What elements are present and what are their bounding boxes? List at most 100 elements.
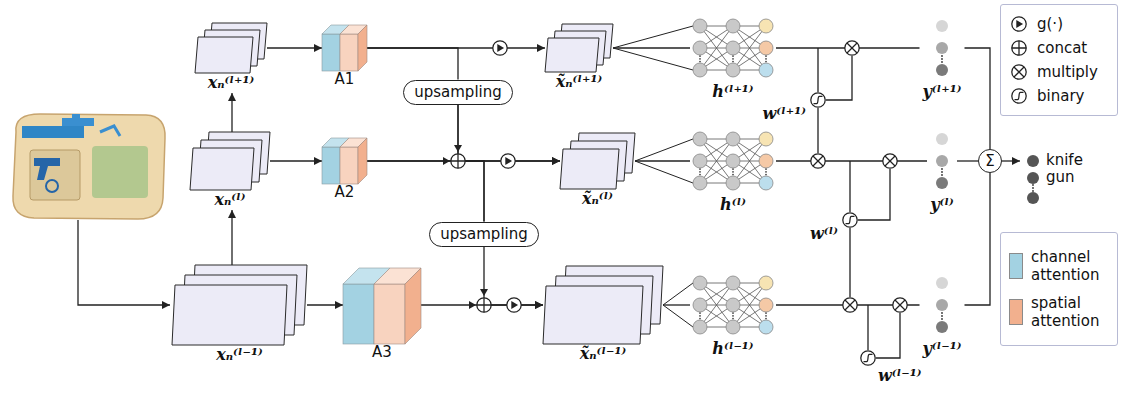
- spatial-slab-side: [358, 25, 367, 71]
- vector-dot: [1027, 192, 1039, 204]
- neuron: [726, 19, 740, 33]
- node-text: gun: [1046, 169, 1075, 186]
- node-graphic: [690, 271, 776, 339]
- neural-net: h⁽ˡ⁾: [690, 127, 776, 215]
- ellipsis-dot: [732, 171, 734, 173]
- node-text: A3: [372, 344, 392, 361]
- neuron: [726, 132, 740, 146]
- ellipsis-dot: [732, 312, 734, 314]
- connector: [270, 160, 322, 161]
- ellipsis-dot: [699, 168, 701, 170]
- neuron: [726, 276, 740, 290]
- node-text: Σ: [985, 153, 994, 170]
- node-text: y⁽ˡ⁺¹⁾: [923, 82, 962, 102]
- legend-row: spatial attention: [1009, 294, 1109, 330]
- neuron: [693, 41, 707, 55]
- legend-text: channel attention: [1031, 248, 1109, 284]
- node-text: x̃ₙ⁽ˡ⁻¹⁾: [580, 344, 627, 364]
- gate-wire: [849, 161, 850, 297]
- ellipsis-dot: [941, 55, 943, 57]
- neuron: [759, 154, 773, 168]
- neuron: [759, 276, 773, 290]
- ellipsis-dot: [765, 55, 767, 57]
- attention-block: A1: [322, 25, 367, 88]
- feature-map-stack: xₙ⁽ˡ⁾: [190, 132, 270, 210]
- connector: [1002, 160, 1020, 161]
- multiply-symbol: [845, 41, 859, 55]
- gate-wire: [826, 56, 852, 100]
- node-text: x̃ₙ⁽ˡ⁺¹⁾: [556, 72, 603, 92]
- fan-line: [635, 139, 693, 183]
- feature-map-sheet: [195, 37, 253, 73]
- node-graphic: [690, 127, 776, 195]
- node-graphic: [172, 265, 307, 345]
- bag-item: [100, 126, 120, 136]
- connector: [965, 173, 991, 305]
- neuron: [726, 63, 740, 77]
- connector: [307, 304, 343, 305]
- binary-symbol: [861, 351, 875, 365]
- legend-symbol: [1009, 62, 1029, 82]
- legend-swatch: [1009, 299, 1023, 325]
- feature-map-stack: xₙ⁽ˡ⁺¹⁾: [195, 23, 267, 93]
- neuron: [693, 320, 707, 334]
- connector: [484, 247, 543, 306]
- connector: [663, 304, 690, 305]
- legend-box: channel attention spatial attention: [1000, 232, 1118, 346]
- connector: [231, 210, 232, 265]
- node-text: upsampling: [440, 226, 528, 243]
- gate-wires: [818, 48, 900, 358]
- node-text: h⁽ˡ⁺¹⁾: [712, 82, 753, 102]
- legend-swatch: [1009, 253, 1023, 279]
- weight-label: w⁽ˡ⁺¹⁾: [763, 104, 806, 124]
- ellipsis-dot: [699, 61, 701, 63]
- ellipsis-dot: [699, 171, 701, 173]
- channel-slab: [343, 284, 374, 344]
- ellipsis-dot: [732, 58, 734, 60]
- node-text: A1: [335, 71, 355, 88]
- neuron: [759, 63, 773, 77]
- ellipsis-dot: [941, 318, 943, 320]
- node-graphic: [930, 271, 954, 339]
- ellipsis-dot: [732, 55, 734, 57]
- neuron: [693, 276, 707, 290]
- connector: [957, 160, 978, 161]
- attention-block: A3: [343, 268, 421, 361]
- spatial-slab-side: [405, 268, 421, 344]
- g-function-symbol: [507, 298, 521, 312]
- bag-outline: [13, 114, 165, 219]
- ellipsis-dot: [765, 168, 767, 170]
- g-function-symbol: [501, 154, 515, 168]
- connector: [367, 48, 458, 80]
- legend-row: g(·): [1009, 14, 1109, 34]
- ellipsis-dot: [765, 61, 767, 63]
- multiply-symbol: [883, 154, 897, 168]
- ellipsis-dot: [941, 171, 943, 173]
- ellipsis-dot: [732, 61, 734, 63]
- node-text: xₙ⁽ˡ⁾: [214, 190, 245, 210]
- legend-symbol-shape: [1012, 41, 1026, 55]
- vector-dot: [936, 64, 948, 76]
- ellipsis-dot: [941, 168, 943, 170]
- neuron: [759, 19, 773, 33]
- bag-handle: [22, 126, 84, 138]
- vector-dot: [936, 321, 948, 333]
- node-graphic: [343, 268, 421, 344]
- legend-box: g(·)concatmultiplybinary: [1000, 4, 1118, 116]
- feature-map-sheet: [543, 286, 643, 344]
- legend-symbol-shape: [1012, 17, 1026, 31]
- node-text: x̃ₙ⁽ˡ⁾: [582, 189, 613, 209]
- bag-item: [62, 114, 94, 126]
- gate-wire: [876, 313, 900, 358]
- vector-dot: [936, 299, 948, 311]
- output-dots: [1020, 150, 1042, 206]
- feature-map-sheet: [545, 38, 599, 72]
- node-text: xₙ⁽ˡ⁻¹⁾: [216, 345, 263, 365]
- connector: [635, 160, 690, 161]
- input-arrow: [78, 220, 170, 305]
- vector-dot: [936, 155, 948, 167]
- concat-symbol: [451, 154, 465, 168]
- connector: [965, 48, 991, 149]
- class-output: knifegun: [1020, 150, 1083, 206]
